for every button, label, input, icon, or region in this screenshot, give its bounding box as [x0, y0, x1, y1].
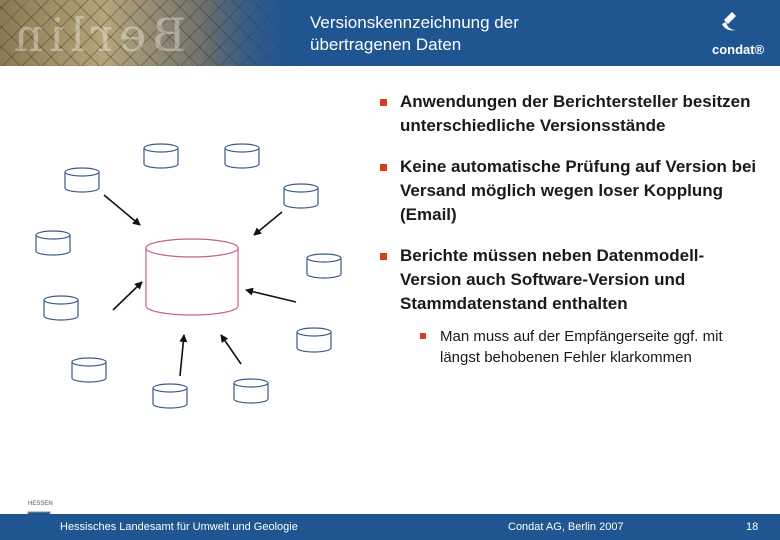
bullet-item: Anwendungen der Berichtersteller besitze… — [380, 90, 760, 138]
client-database-icon — [35, 230, 71, 256]
condat-logo-mark-icon — [722, 12, 736, 31]
version-diagram — [35, 143, 342, 409]
title-line-1: Versionskennzeichnung der — [310, 13, 519, 32]
client-database-icon — [283, 183, 319, 209]
bullet-item: Berichte müssen neben Datenmodell-Versio… — [380, 244, 760, 368]
client-database-icon — [306, 253, 342, 279]
client-database-icon — [152, 383, 188, 409]
footer-organization: Hessisches Landesamt für Umwelt und Geol… — [60, 521, 298, 533]
sub-bullet-text: Man muss auf der Empfängerseite ggf. mit… — [440, 328, 723, 366]
bullet-text: Keine automatische Prüfung auf Version b… — [400, 157, 757, 224]
footer-copyright: Condat AG, Berlin 2007 — [508, 521, 624, 533]
client-database-icon — [233, 378, 269, 404]
arrow-icon — [112, 281, 143, 311]
arrow-icon — [103, 194, 141, 226]
bullet-text: Anwendungen der Berichtersteller besitze… — [400, 92, 751, 135]
page-number: 18 — [746, 521, 759, 533]
client-database-icon — [43, 295, 79, 321]
bullet-item: Keine automatische Prüfung auf Version b… — [380, 155, 760, 227]
footer-bar: Hessisches Landesamt für Umwelt und Geol… — [0, 514, 780, 540]
arrow-icon — [220, 334, 242, 365]
arrow-icon — [179, 334, 188, 377]
bullet-marker-icon — [380, 164, 387, 171]
crest-label: HESSEN — [28, 501, 53, 507]
bullet-list: Anwendungen der Berichtersteller besitze… — [380, 90, 760, 385]
client-database-icon — [143, 143, 179, 169]
title-line-2: übertragenen Daten — [310, 35, 462, 54]
bullet-text: Berichte müssen neben Datenmodell-Versio… — [400, 246, 705, 313]
page-title: Versionskennzeichnung der übertragenen D… — [310, 12, 630, 56]
photo-letters: Berlin — [8, 8, 187, 62]
condat-logo: condat® — [706, 10, 770, 60]
arrow-icon — [253, 211, 283, 236]
client-database-icon — [224, 143, 260, 169]
arrow-icon — [245, 287, 297, 303]
sub-bullet-item: Man muss auf der Empfängerseite ggf. mit… — [420, 326, 760, 368]
central-database-icon — [145, 238, 239, 316]
bullet-marker-icon — [380, 253, 387, 260]
client-database-icon — [64, 167, 100, 193]
bullet-marker-icon — [380, 99, 387, 106]
header-fade — [200, 0, 310, 66]
client-database-icon — [71, 357, 107, 383]
client-database-icon — [296, 327, 332, 353]
sub-bullet-marker-icon — [420, 333, 426, 339]
header-bar: Berlin Versionskennzeichnung der übertra… — [0, 0, 780, 66]
logo-text: condat® — [712, 42, 765, 57]
